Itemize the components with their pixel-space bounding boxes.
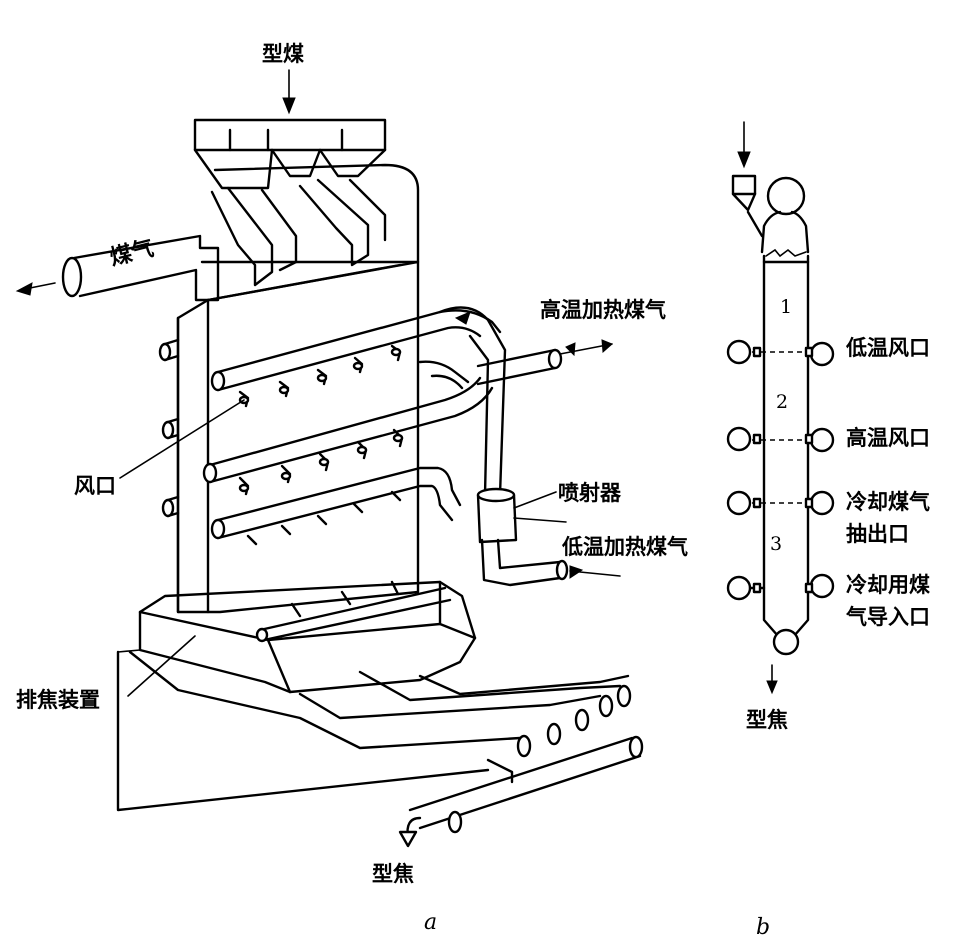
label-high-temp-gas: 高温加热煤气 — [540, 298, 666, 322]
label-feed-coal: 型煤 — [262, 42, 304, 66]
label-cooling-gas-inlet-line1: 冷却用煤 — [846, 573, 930, 597]
label-low-temp-tuyere: 低温风口 — [846, 336, 930, 360]
zone-1-label: 1 — [780, 296, 793, 318]
label-high-temp-tuyere: 高温风口 — [846, 426, 930, 450]
caption-a: a — [424, 910, 438, 935]
label-coke-output-a: 型焦 — [372, 862, 414, 886]
zone-2-label: 2 — [776, 391, 789, 413]
label-cooling-gas-inlet-line2: 气导入口 — [846, 605, 930, 629]
label-discharge-device: 排焦装置 — [16, 688, 100, 712]
label-coke-output-b: 型焦 — [746, 708, 788, 732]
label-tuyere: 风口 — [74, 474, 116, 498]
caption-b: b — [756, 915, 771, 940]
label-ejector: 喷射器 — [558, 481, 621, 505]
label-low-temp-gas: 低温加热煤气 — [562, 535, 688, 559]
label-cooling-gas-outlet-line1: 冷却煤气 — [846, 490, 930, 514]
zone-3-label: 3 — [770, 533, 783, 555]
label-cooling-gas-outlet-line2: 抽出口 — [846, 522, 909, 546]
